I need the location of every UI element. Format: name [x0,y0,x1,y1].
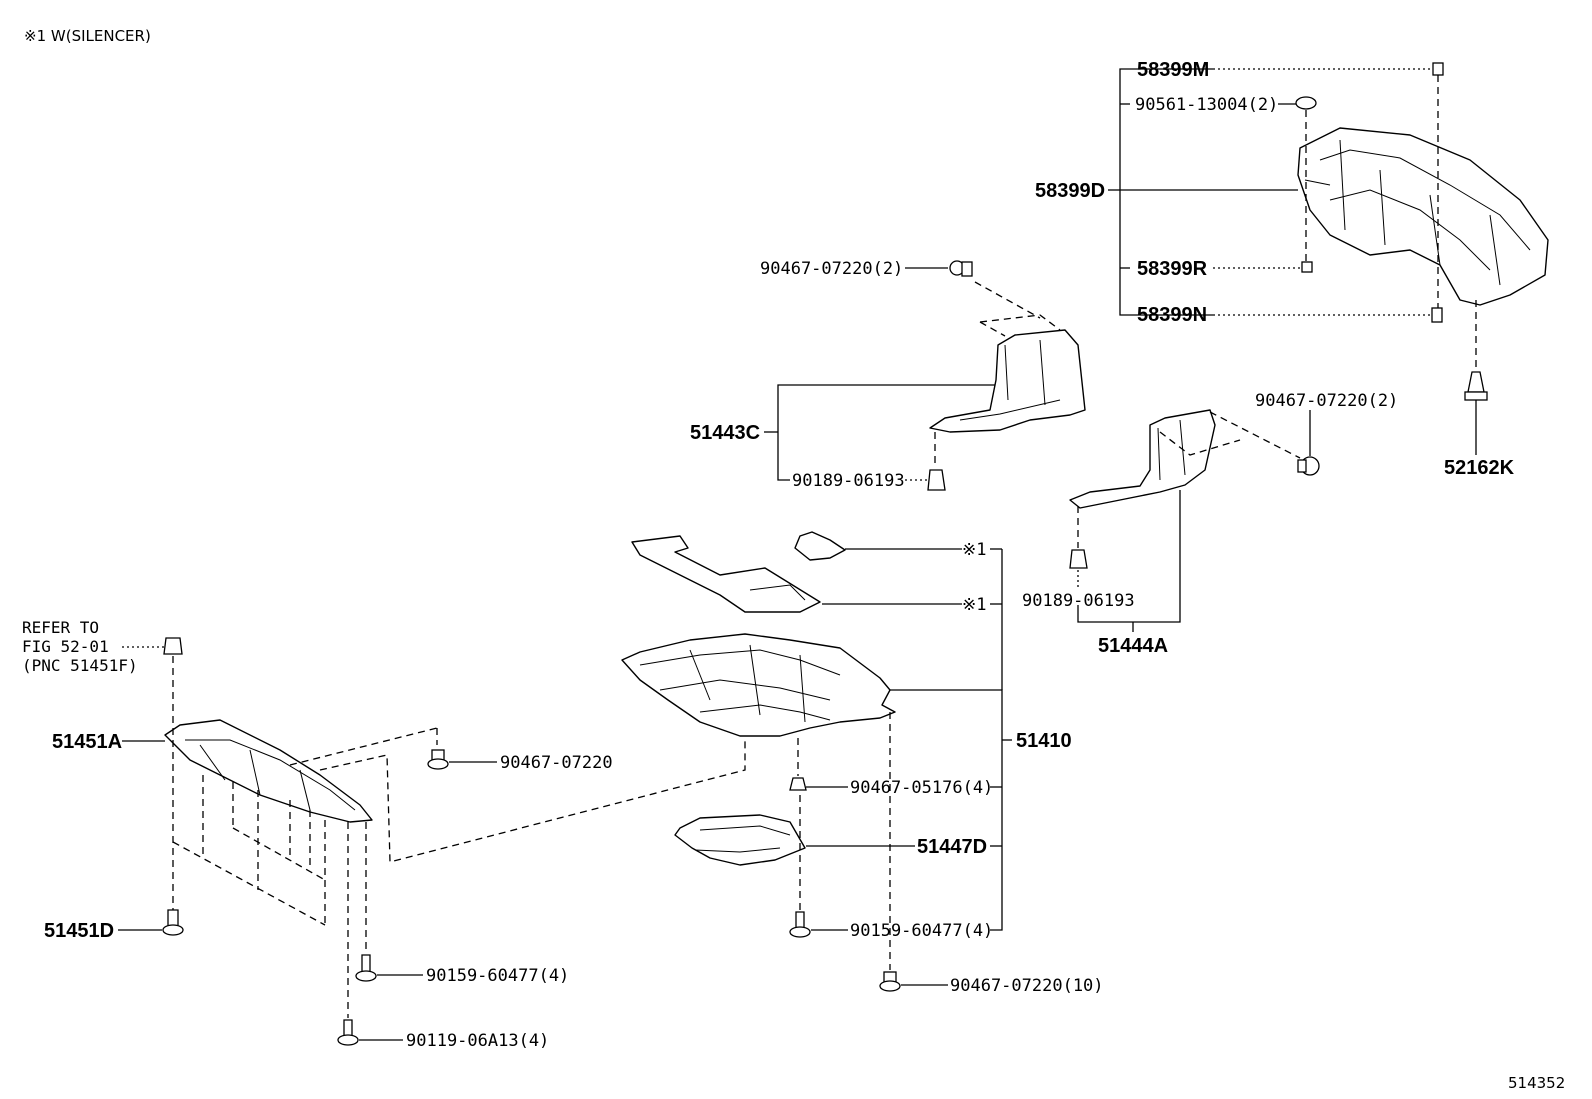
clip-90467-07220-10 [879,971,901,992]
screw-90159-60477-a [355,954,377,982]
label-90189-06193b: 90189-06193 [1022,591,1135,611]
bolt-58399m [1432,62,1444,76]
clip-51451f [163,637,183,655]
label-90159-60477a: 90159-60477(4) [426,966,569,986]
label-58399r: 58399R [1137,258,1208,280]
part-51410-main-cover [621,633,896,737]
label-51444a: 51444A [1098,635,1168,657]
bolt-51451d [162,909,184,936]
clip-90467-07220 [427,749,449,770]
label-51410: 51410 [1016,730,1072,752]
part-silencer-small [794,531,846,561]
bolt-58399n [1431,307,1443,323]
label-52162k: 52162K [1444,457,1515,479]
label-90467-07220-2a: 90467-07220(2) [760,259,903,279]
figure-number: 514352 [1508,1074,1565,1092]
refer-line1: REFER TO [22,618,99,637]
clip-90189-06193-b [1069,549,1088,569]
label-90189-06193a: 90189-06193 [792,471,905,491]
part-51443c-shield [929,329,1086,433]
screw-90159-60477-b [789,911,811,938]
washer-90561-13004 [1295,96,1317,110]
part-silencer-large [631,535,821,613]
label-58399n: 58399N [1137,304,1207,326]
refer-line2: FIG 52-01 [22,637,109,656]
label-90467-07220: 90467-07220 [500,753,613,773]
label-90119-06a13: 90119-06A13(4) [406,1031,549,1051]
clip-90467-07220-a [949,260,973,277]
bolt-90119-06a13 [337,1019,359,1046]
label-51443c: 51443C [690,422,760,444]
label-silencer-1b: ※1 [962,595,986,615]
label-51451a: 51451A [52,731,122,753]
legend-note: ※1 W(SILENCER) [24,27,151,45]
label-90467-07220-2b: 90467-07220(2) [1255,391,1398,411]
part-51444a-shield [1069,409,1216,509]
label-silencer-1a: ※1 [962,540,986,560]
clip-90467-05176 [789,777,807,791]
clip-90467-07220-b [1297,456,1320,476]
label-58399d: 58399D [1035,180,1105,202]
label-90467-07220-10: 90467-07220(10) [950,976,1104,996]
part-51447d-cover [674,814,806,866]
label-90467-05176: 90467-05176(4) [850,778,993,798]
clip-52162k [1464,371,1488,401]
label-51447d: 51447D [917,836,987,858]
part-58399d-cover [1297,127,1549,306]
nut-58399r [1301,261,1313,273]
label-51451d: 51451D [44,920,114,942]
label-58399m: 58399M [1137,59,1209,81]
label-90561-13004: 90561-13004(2) [1135,95,1278,115]
part-51451a-plate [164,719,373,823]
refer-line3: (PNC 51451F) [22,656,138,675]
clip-90189-06193-a [927,469,946,491]
label-90159-60477b: 90159-60477(4) [850,921,993,941]
